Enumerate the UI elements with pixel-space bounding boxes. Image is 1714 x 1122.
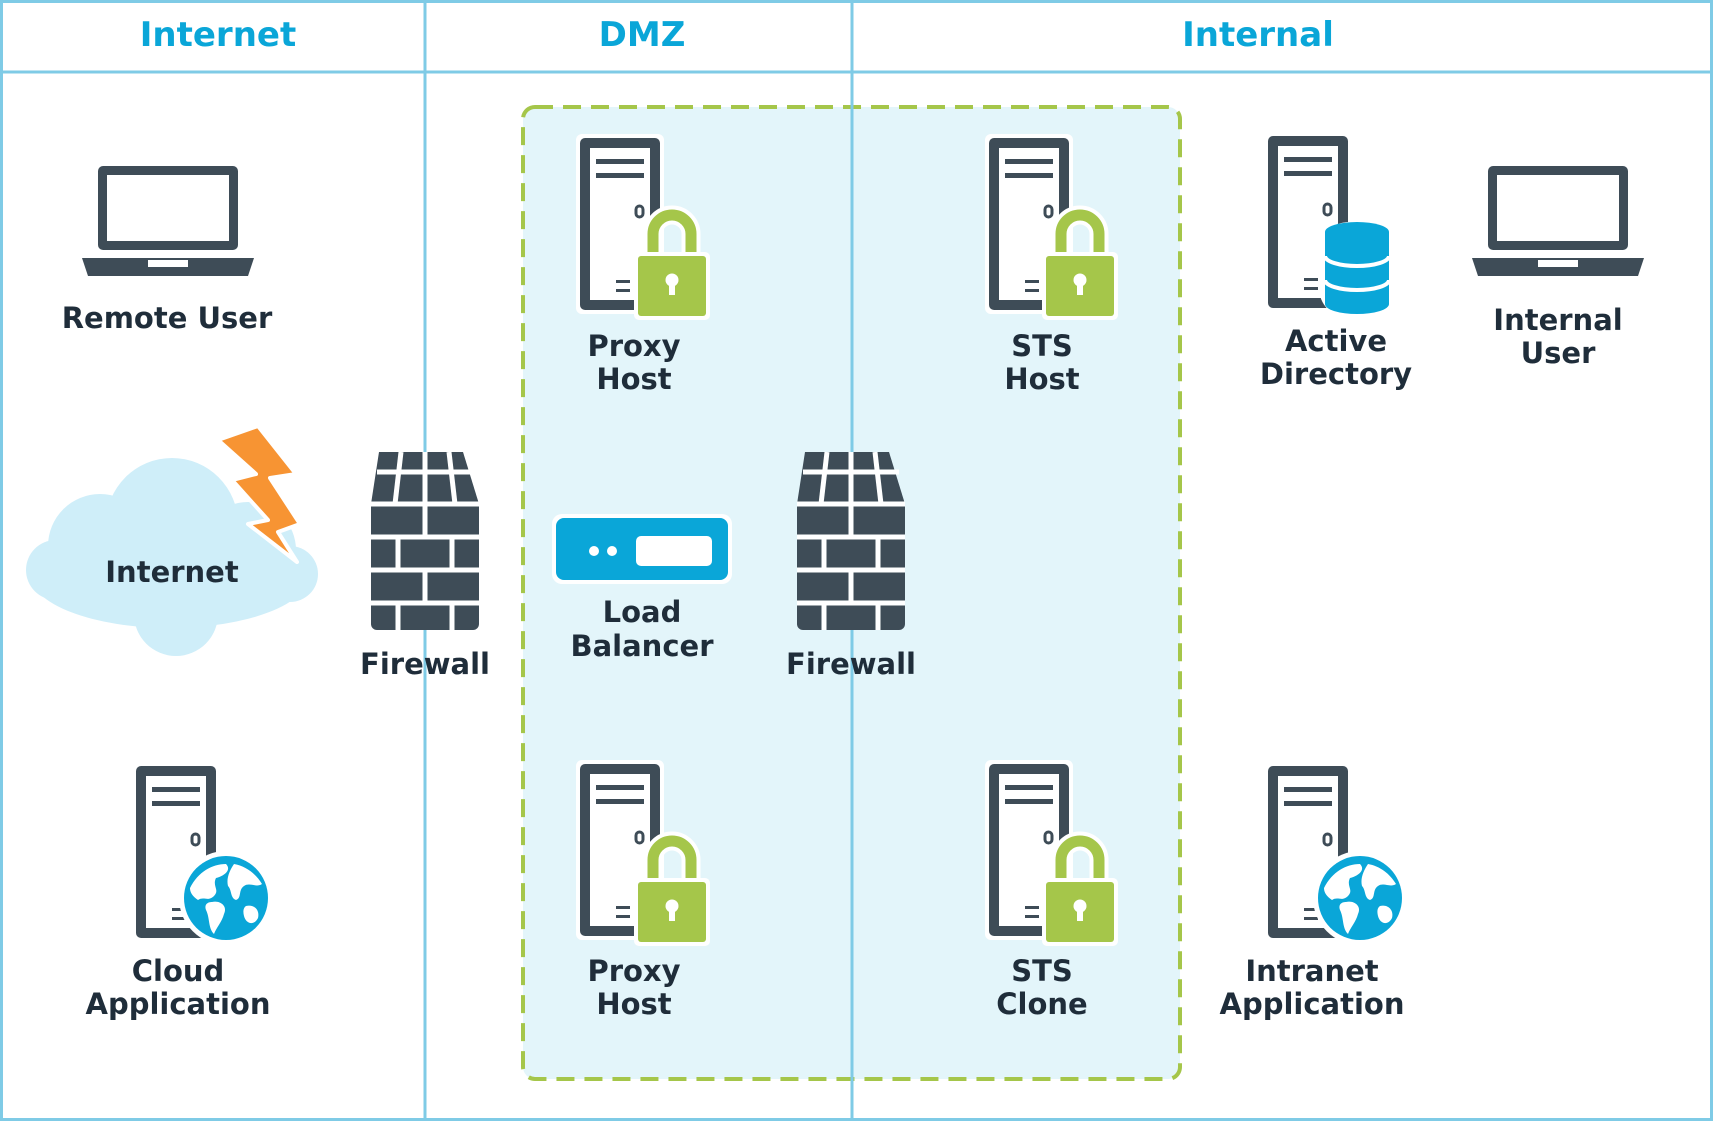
load-balancer-label-line2: Balancer [571,629,715,663]
remote-user-node: Remote User [62,166,273,335]
proxy-host-1-label-line1: Proxy [587,329,680,363]
sts-clone-label-line1: STS [1011,954,1073,988]
laptop-icon [82,166,254,276]
internal-user-label-line2: User [1521,336,1596,370]
proxy-host-2-label-line1: Proxy [587,954,680,988]
globe-icon [179,851,273,945]
proxy-host-2-label-line2: Host [596,987,671,1021]
load-balancer-node: Load Balancer [552,514,732,663]
internet-cloud-label: Internet [105,555,239,589]
firewall-1-node: Firewall [360,452,490,681]
proxy-host-2-node: Proxy Host [574,758,710,1021]
internet-cloud-node: Internet [26,424,318,656]
sts-host-label-line1: STS [1011,329,1073,363]
firewall-2-label: Firewall [786,647,916,681]
sts-clone-label-line2: Clone [996,987,1087,1021]
sts-clone-node: STS Clone [983,758,1118,1021]
database-icon [1317,220,1397,320]
globe-icon [1313,851,1407,945]
firewall-1-label: Firewall [360,647,490,681]
load-balancer-label-line1: Load [603,595,682,629]
load-balancer-icon [552,514,732,584]
cloud-application-label-line2: Application [86,987,271,1021]
intranet-application-node: Intranet Application [1220,760,1407,1021]
firewall-icon [797,452,905,630]
lightning-bolt-icon [216,424,302,564]
active-directory-label-line2: Directory [1260,357,1412,391]
intranet-application-label-line1: Intranet [1245,954,1378,988]
remote-user-label: Remote User [62,301,273,335]
laptop-icon [1472,166,1644,276]
cloud-icon [26,458,318,656]
active-directory-node: Active Directory [1260,130,1412,391]
zone-title-internal: Internal [1182,15,1334,55]
proxy-host-1-node: Proxy Host [574,132,710,396]
active-directory-label-line1: Active [1285,324,1387,358]
proxy-host-1-label-line2: Host [596,362,671,396]
firewall-2-node: Firewall [786,452,916,681]
sts-host-label-line2: Host [1004,362,1079,396]
zone-title-dmz: DMZ [599,15,686,55]
firewall-icon [371,452,479,630]
internal-user-label-line1: Internal [1493,303,1622,337]
intranet-application-label-line2: Application [1220,987,1405,1021]
sts-host-node: STS Host [983,132,1118,396]
internal-user-node: Internal User [1472,166,1644,370]
zone-title-internet: Internet [140,15,296,55]
cloud-application-label-line1: Cloud [132,954,225,988]
cloud-application-node: Cloud Application [86,760,273,1021]
